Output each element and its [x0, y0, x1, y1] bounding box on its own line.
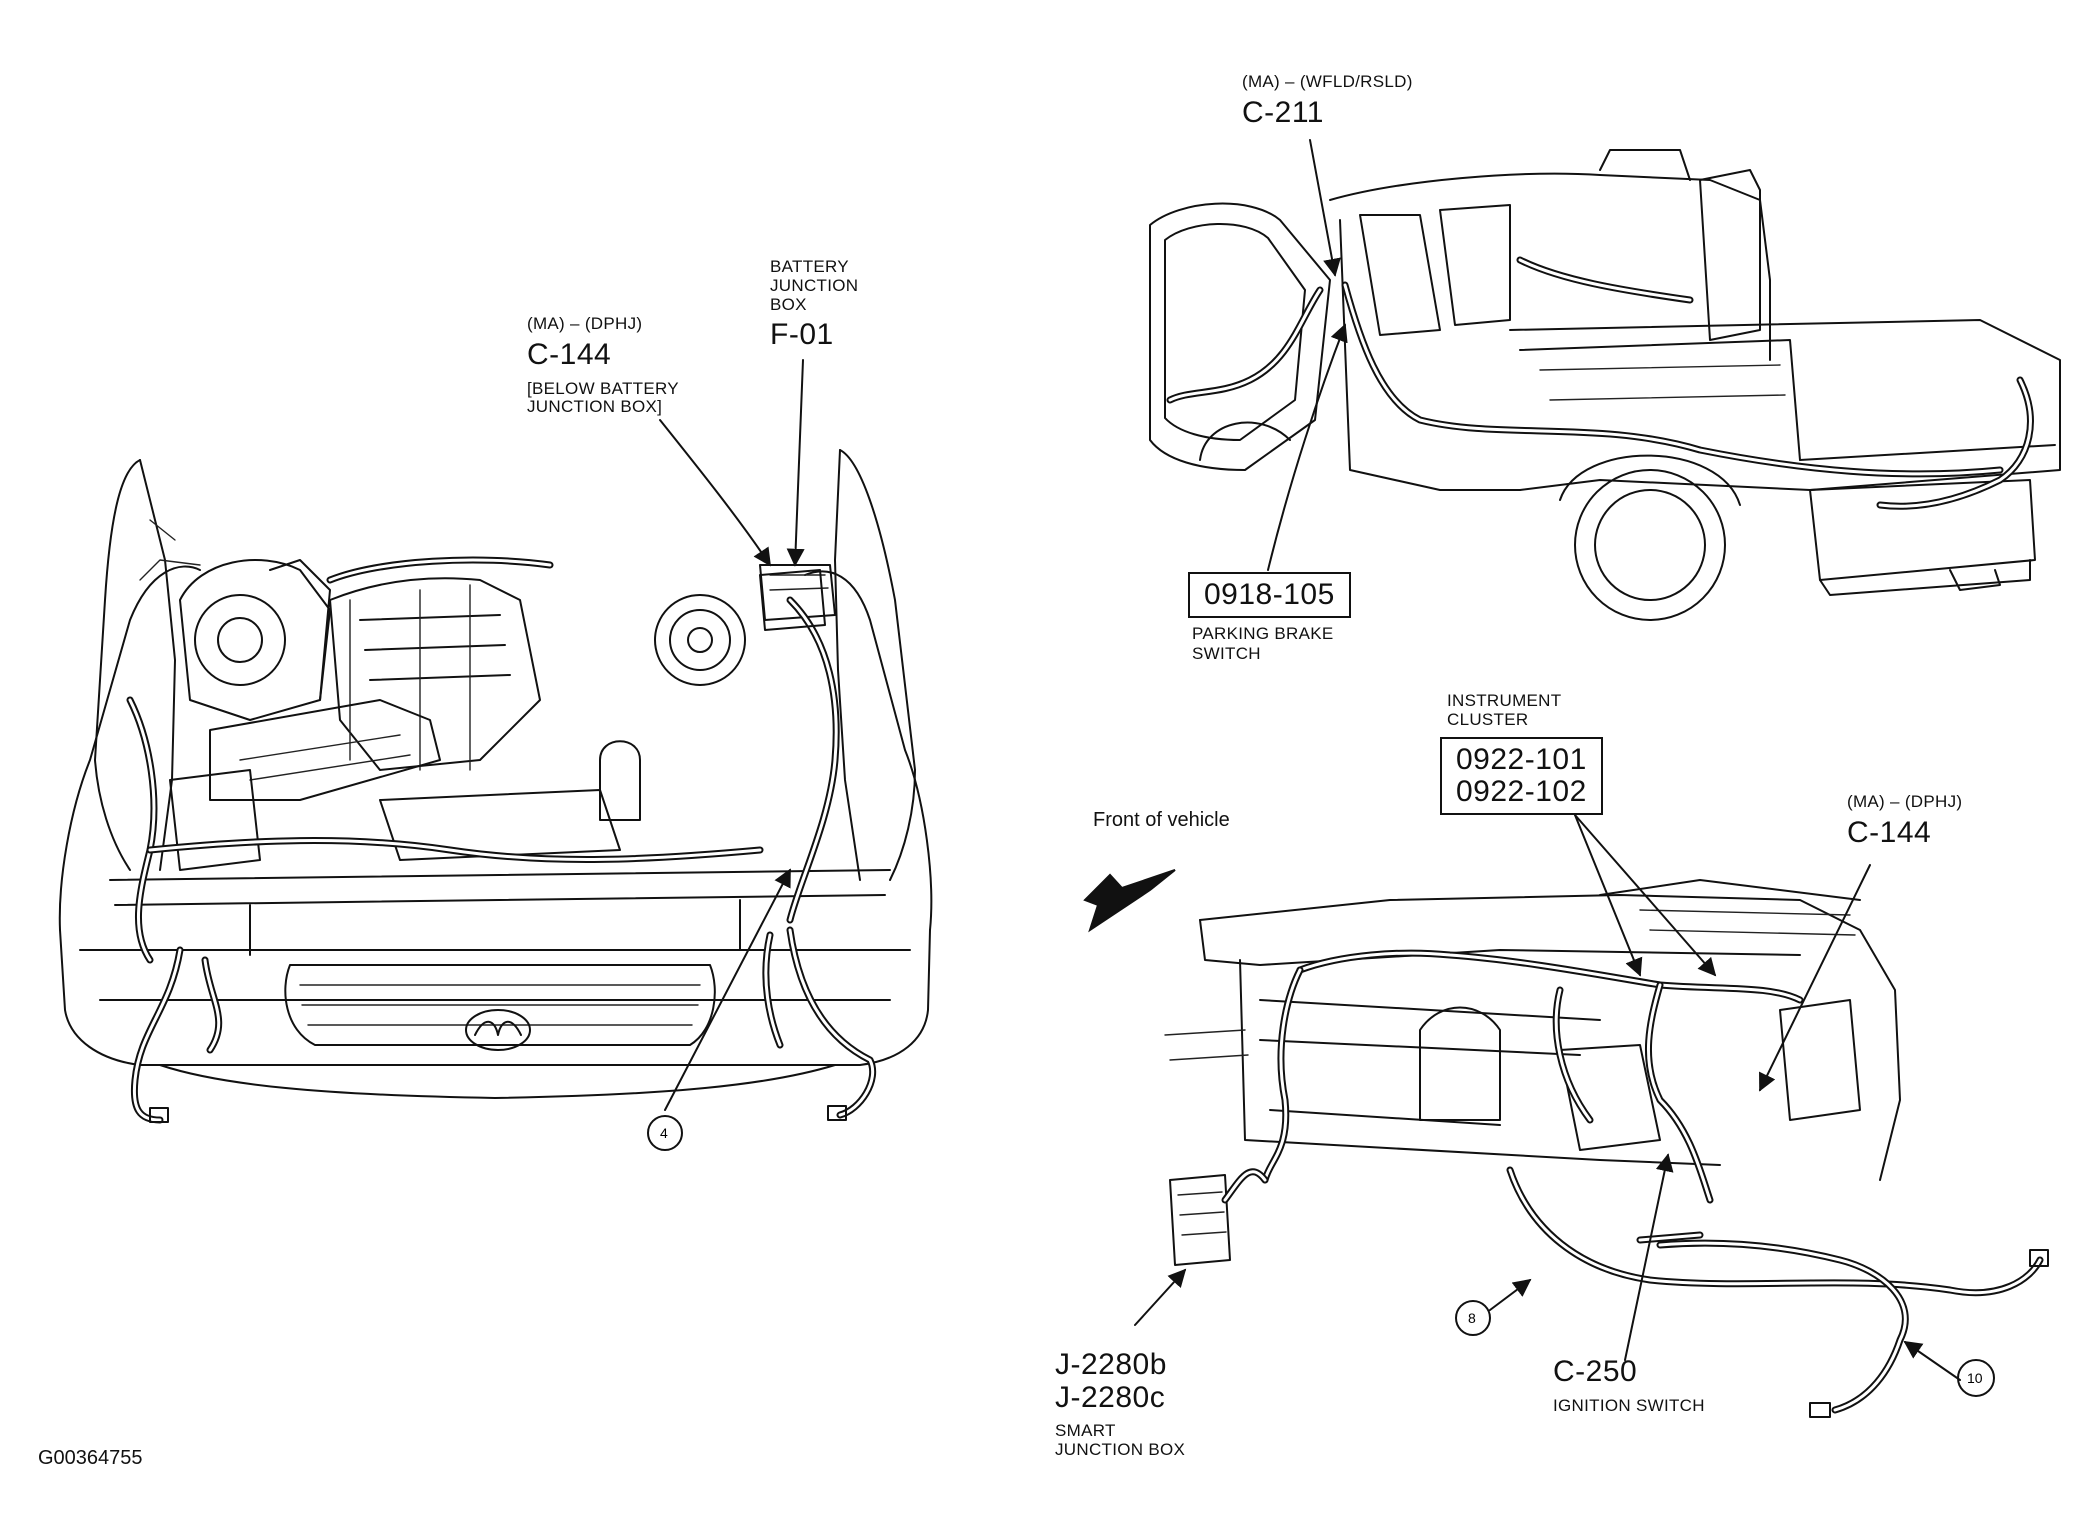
dash-drawing: 8 10	[1083, 814, 2049, 1418]
instrument-cluster-code-2: 0922-102	[1456, 775, 1587, 808]
instrument-cluster-label-line2: CLUSTER	[1447, 710, 1529, 729]
c211-code-label: (MA) – (WFLD/RSLD)	[1242, 72, 1413, 91]
parking-brake-label-line1: PARKING BRAKE	[1192, 624, 1334, 643]
bjb-fuse-id: F-01	[770, 318, 834, 351]
engine-compartment-drawing: 4	[58, 359, 933, 1151]
callout-4-text: 4	[660, 1125, 668, 1141]
c144-connector-id: C-144	[527, 338, 612, 371]
dash-c144-code-label: (MA) – (DPHJ)	[1847, 792, 1963, 811]
instrument-cluster-code-1: 0922-101	[1456, 743, 1587, 776]
c250-connector-id: C-250	[1553, 1355, 1638, 1388]
parking-brake-label-line2: SWITCH	[1192, 644, 1261, 663]
bjb-label-line3: BOX	[770, 295, 807, 314]
sjb-connector-id-1: J-2280b	[1055, 1348, 1167, 1381]
parking-brake-code-box: 0918-105	[1188, 572, 1351, 618]
front-direction-arrow	[1083, 869, 1176, 933]
c211-connector-id: C-211	[1242, 96, 1324, 129]
bjb-label-line1: BATTERY	[770, 257, 849, 276]
truck-rear-drawing	[1149, 139, 2061, 621]
sjb-connector-id-2: J-2280c	[1055, 1381, 1166, 1414]
c144-code-label: (MA) – (DPHJ)	[527, 314, 643, 333]
front-of-vehicle-label: Front of vehicle	[1093, 809, 1230, 831]
c144-note-line1: [BELOW BATTERY	[527, 379, 679, 398]
figure-id: G00364755	[38, 1447, 143, 1469]
bjb-label-line2: JUNCTION	[770, 276, 859, 295]
c144-note-line2: JUNCTION BOX]	[527, 397, 663, 416]
ignition-switch-label: IGNITION SWITCH	[1553, 1396, 1705, 1415]
sjb-label-line1: SMART	[1055, 1421, 1116, 1440]
dash-c144-connector-id: C-144	[1847, 816, 1932, 849]
callout-10-text: 10	[1967, 1370, 1983, 1386]
sjb-label-line2: JUNCTION BOX	[1055, 1440, 1186, 1459]
callout-8-text: 8	[1468, 1310, 1476, 1326]
instrument-cluster-code-box: 0922-101 0922-102	[1440, 737, 1603, 815]
instrument-cluster-label-line1: INSTRUMENT	[1447, 691, 1562, 710]
parking-brake-code: 0918-105	[1204, 578, 1335, 611]
